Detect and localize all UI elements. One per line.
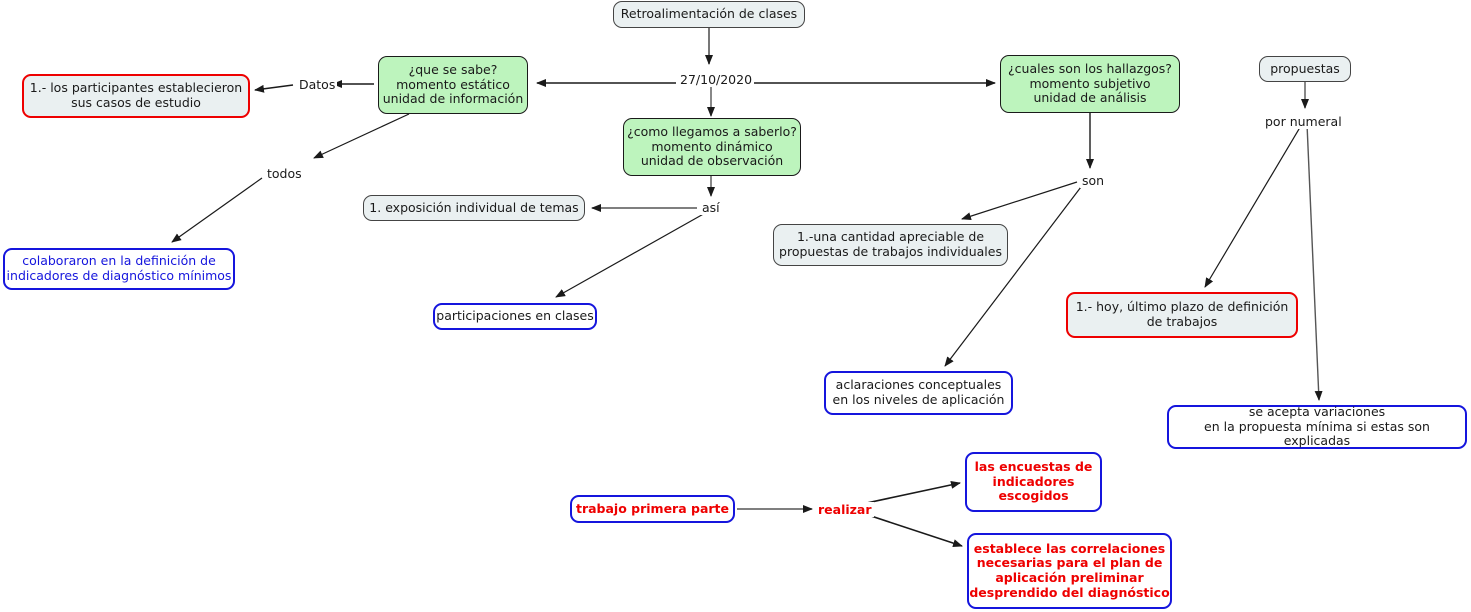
node-trabajo-primera-parte-label: trabajo primera parte — [575, 500, 730, 516]
node-variaciones-label: se acepta variaciones en la propuesta mí… — [1204, 403, 1430, 449]
node-cantidad[interactable]: 1.-una cantidad apreciable de propuestas… — [773, 224, 1008, 266]
node-hallazgos-label: ¿cuales son los hallazgos? momento subje… — [1008, 60, 1172, 106]
link-label-realizar[interactable]: realizar — [816, 502, 874, 517]
link-label-asi[interactable]: así — [700, 200, 722, 215]
link-label-por-numeral[interactable]: por numeral — [1263, 114, 1344, 129]
node-hoy-plazo[interactable]: 1.- hoy, último plazo de definición de t… — [1066, 292, 1298, 338]
node-que-se-sabe-label: ¿que se sabe? momento estático unidad de… — [382, 61, 524, 107]
node-aclaraciones[interactable]: aclaraciones conceptuales en los niveles… — [824, 371, 1013, 415]
node-participaciones-label: participaciones en clases — [436, 308, 594, 324]
link-label-todos[interactable]: todos — [265, 166, 304, 181]
node-participaciones[interactable]: participaciones en clases — [433, 303, 597, 330]
node-que-se-sabe[interactable]: ¿que se sabe? momento estático unidad de… — [378, 56, 528, 114]
edge-que-se-sabe-to-todos — [313, 113, 410, 159]
edge-asi-to-participaciones — [555, 211, 708, 298]
node-correlaciones-label: establece las correlaciones necesarias p… — [969, 540, 1170, 600]
node-participantes-label: 1.- los participantes establecieron sus … — [29, 80, 243, 110]
node-exposicion[interactable]: 1. exposición individual de temas — [363, 195, 585, 221]
node-hallazgos[interactable]: ¿cuales son los hallazgos? momento subje… — [1000, 55, 1180, 113]
node-cantidad-label: 1.-una cantidad apreciable de propuestas… — [779, 229, 1002, 259]
edge-por-numeral-to-variaciones — [1306, 123, 1323, 401]
edge-realizar-to-encuestas — [861, 480, 961, 505]
node-root-label: Retroalimentación de clases — [620, 6, 798, 22]
node-colaboraron-label: colaboraron en la definición de indicado… — [6, 253, 232, 283]
node-aclaraciones-label: aclaraciones conceptuales en los niveles… — [832, 377, 1005, 407]
node-encuestas[interactable]: las encuestas de indicadores escogidos — [965, 452, 1102, 512]
node-colaboraron[interactable]: colaboraron en la definición de indicado… — [3, 248, 235, 290]
node-propuestas-label: propuestas — [1270, 60, 1340, 76]
node-participantes[interactable]: 1.- los participantes establecieron sus … — [22, 74, 250, 118]
node-trabajo-primera-parte[interactable]: trabajo primera parte — [570, 495, 735, 523]
edge-realizar-to-correlaciones — [861, 512, 963, 547]
edge-datos-to-participantes — [254, 84, 294, 93]
edge-todos-to-colaboraron — [171, 177, 263, 243]
node-exposicion-label: 1. exposición individual de temas — [369, 199, 579, 215]
node-variaciones[interactable]: se acepta variaciones en la propuesta mí… — [1167, 403, 1467, 449]
node-correlaciones[interactable]: establece las correlaciones necesarias p… — [967, 533, 1172, 609]
node-como-llegamos-label: ¿como llegamos a saberlo? momento dinámi… — [627, 123, 797, 169]
link-label-fecha[interactable]: 27/10/2020 — [678, 72, 755, 87]
node-encuestas-label: las encuestas de indicadores escogidos — [974, 458, 1093, 504]
node-hoy-plazo-label: 1.- hoy, último plazo de definición de t… — [1075, 299, 1289, 329]
link-label-datos[interactable]: Datos — [297, 77, 338, 92]
edge-son-to-cantidad — [961, 181, 1078, 221]
node-como-llegamos[interactable]: ¿como llegamos a saberlo? momento dinámi… — [623, 118, 801, 176]
edge-por-numeral-to-hoy-plazo — [1204, 123, 1303, 288]
node-root[interactable]: Retroalimentación de clases — [613, 1, 805, 28]
link-label-son[interactable]: son — [1080, 173, 1107, 188]
edge-son-to-aclaraciones — [944, 182, 1085, 367]
node-propuestas[interactable]: propuestas — [1259, 56, 1351, 82]
